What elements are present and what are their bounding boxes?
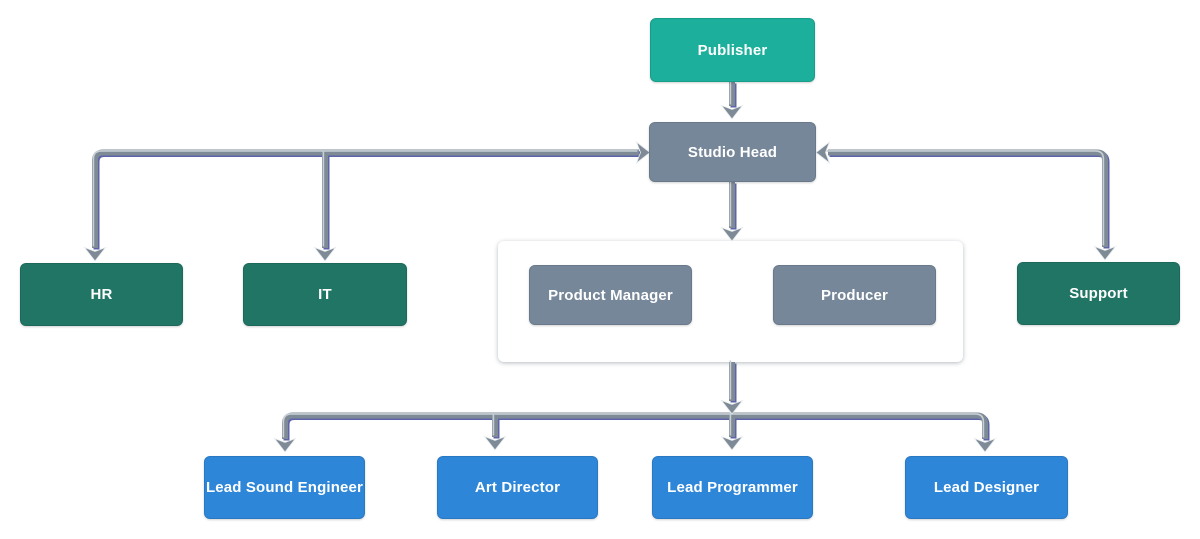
node-lead-programmer-label: Lead Programmer [667, 479, 798, 496]
node-producer-label: Producer [820, 286, 889, 304]
node-lead-programmer[interactable]: Lead Programmer [652, 456, 813, 519]
node-it-label: IT [318, 286, 332, 303]
node-hr-label: HR [90, 286, 113, 303]
edge-shadow-layer [97, 84, 1107, 441]
edge-highlight-layer [92, 79, 1105, 439]
node-studio-head[interactable]: Studio Head [649, 122, 816, 182]
node-studio-head-label: Studio Head [687, 143, 778, 161]
node-publisher[interactable]: Publisher [650, 18, 815, 82]
node-lead-sound-engineer-label: Lead Sound Engineer [205, 479, 364, 496]
node-product-manager-label: Product Manager [548, 286, 673, 304]
arrow-into-lead-programmer-icon [721, 436, 743, 451]
node-support[interactable]: Support [1017, 262, 1180, 325]
node-product-manager[interactable]: Product Manager [529, 265, 692, 325]
node-art-director-label: Art Director [474, 479, 561, 496]
node-art-director[interactable]: Art Director [437, 456, 598, 519]
arrow-into-hr-icon [84, 247, 106, 262]
node-lead-sound-engineer[interactable]: Lead Sound Engineer [204, 456, 365, 519]
arrow-into-lead-sound-engineer-icon [274, 438, 296, 453]
node-publisher-label: Publisher [697, 41, 768, 59]
node-hr[interactable]: HR [20, 263, 183, 326]
node-support-label: Support [1069, 285, 1128, 302]
node-lead-designer-label: Lead Designer [933, 479, 1040, 496]
arrow-into-studio-head-icon [721, 105, 743, 120]
arrow-into-management-group-icon [721, 227, 743, 242]
arrow-into-trunk-icon [721, 400, 743, 415]
arrow-into-it-icon [314, 247, 336, 262]
arrow-into-studio-head-right-icon [815, 141, 830, 164]
edge-main-layer [95, 82, 1105, 439]
node-it[interactable]: IT [243, 263, 407, 326]
arrow-into-lead-designer-icon [974, 438, 996, 453]
node-producer[interactable]: Producer [773, 265, 936, 325]
arrow-into-art-director-icon [484, 436, 506, 451]
node-lead-designer[interactable]: Lead Designer [905, 456, 1068, 519]
arrow-into-support-icon [1094, 246, 1116, 261]
